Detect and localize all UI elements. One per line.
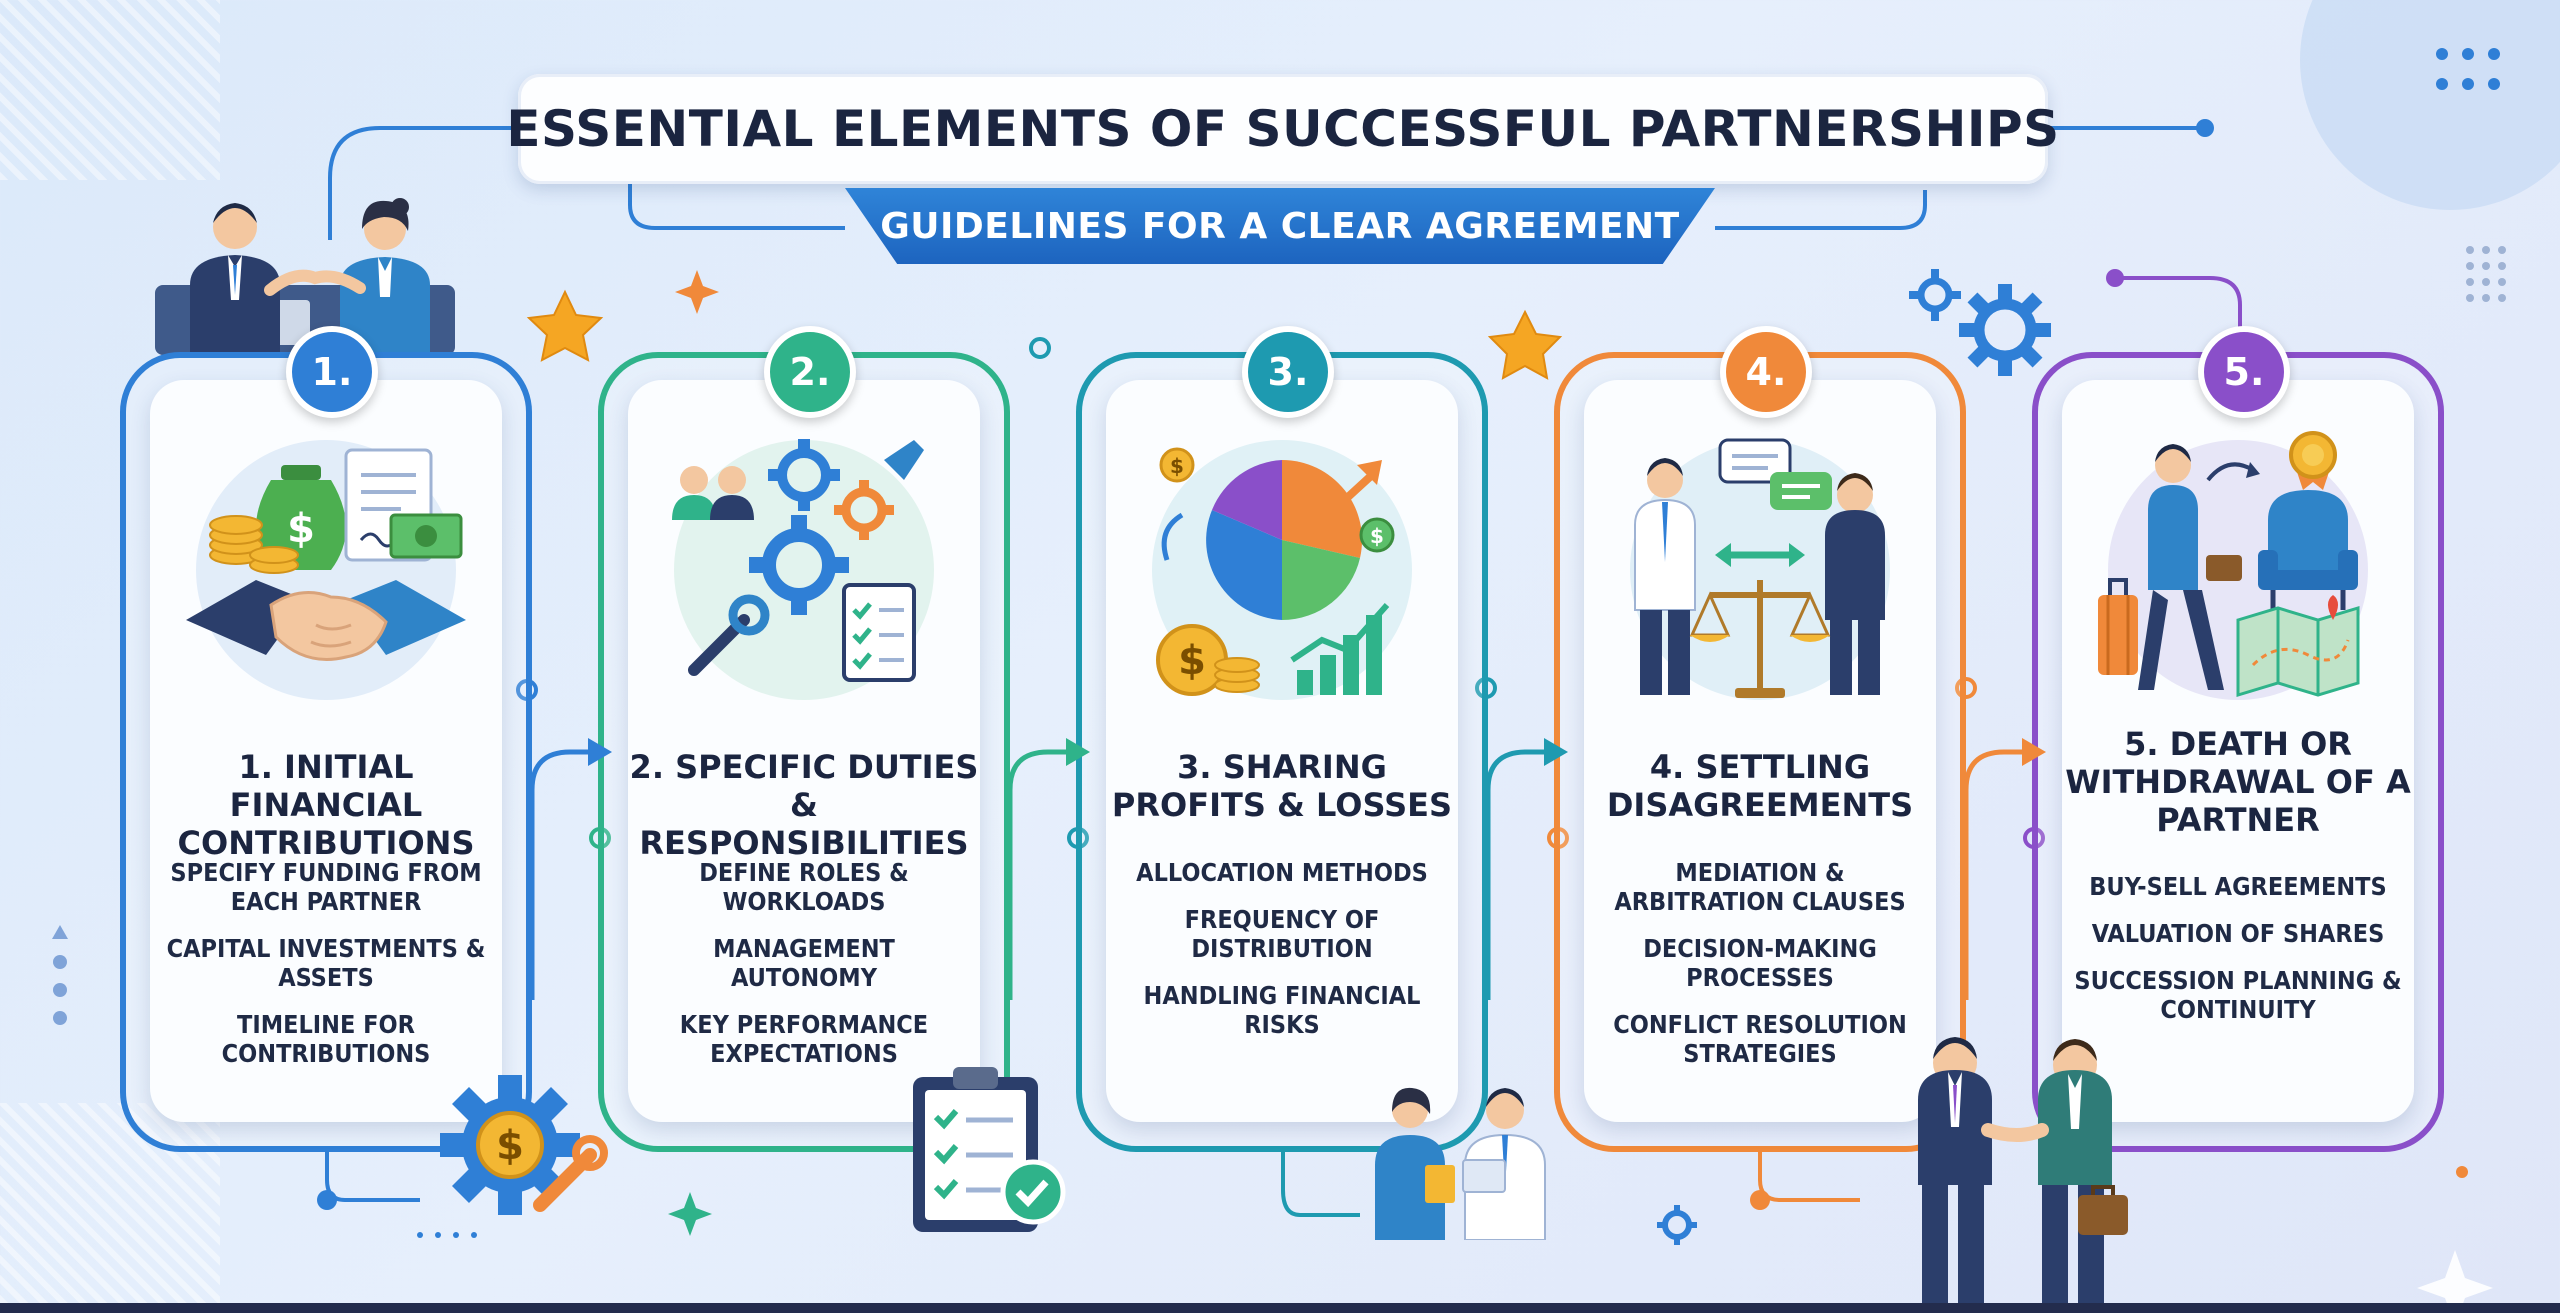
- gears-icon: [1909, 269, 2051, 376]
- step-card-1: $ 1. INITIAL FINANCIAL CONTRIBUTIONS SPE…: [150, 380, 502, 1122]
- step-items: MEDIATION & ARBITRATION CLAUSES DECISION…: [1584, 858, 1936, 1086]
- scales-discussion-icon: [1630, 438, 1890, 700]
- step-title: 5. DEATH OR WITHDRAWAL OF A PARTNER: [2065, 725, 2411, 839]
- step-items: DEFINE ROLES & WORKLOADS MANAGEMENT AUTO…: [628, 858, 980, 1086]
- step-item: CAPITAL INVESTMENTS & ASSETS: [166, 934, 486, 992]
- step-item: FREQUENCY OF DISTRIBUTION: [1184, 905, 1380, 963]
- step-item: ALLOCATION METHODS: [1136, 858, 1428, 887]
- step-item: DEFINE ROLES & WORKLOADS: [699, 858, 909, 916]
- svg-text:$: $: [1370, 524, 1384, 548]
- step-items: SPECIFY FUNDING FROM EACH PARTNER CAPITA…: [150, 858, 502, 1086]
- step-badge-5: 5.: [2198, 326, 2290, 418]
- handshake-meeting-illustration: [155, 198, 455, 355]
- svg-text:$: $: [496, 1123, 524, 1169]
- step-badge-4: 4.: [1720, 326, 1812, 418]
- money-handshake-icon: $: [186, 440, 466, 700]
- step-item: HANDLING FINANCIAL RISKS: [1143, 981, 1421, 1039]
- step-badge-2: 2.: [764, 326, 856, 418]
- partners-handshake-illustration: [1918, 1037, 2128, 1303]
- background-stripes-bottom: [0, 1103, 220, 1303]
- clipboard-check-icon: [913, 1067, 1066, 1232]
- step-item: BUY-SELL AGREEMENTS: [2089, 872, 2387, 901]
- step-badge-1: 1.: [286, 326, 378, 418]
- page-title: ESSENTIAL ELEMENTS OF SUCCESSFUL PARTNER…: [506, 100, 2060, 158]
- step-card-3: $ $ $ 3. SHARING PROFITS & LOSSES ALLOCA…: [1106, 380, 1458, 1122]
- svg-text:$: $: [287, 506, 315, 552]
- step-item: SPECIFY FUNDING FROM EACH PARTNER: [170, 858, 482, 916]
- background-stripes-top: [0, 0, 220, 180]
- step-item: VALUATION OF SHARES: [2091, 919, 2385, 948]
- step-badge-3: 3.: [1242, 326, 1334, 418]
- step-title: 3. SHARING PROFITS & LOSSES: [1111, 748, 1453, 824]
- step-title: 1. INITIAL FINANCIAL CONTRIBUTIONS: [177, 748, 475, 862]
- step-item: SUCCESSION PLANNING & CONTINUITY: [2074, 966, 2402, 1024]
- bottom-bar: [0, 1303, 2560, 1313]
- svg-text:$: $: [1178, 638, 1206, 684]
- step-items: BUY-SELL AGREEMENTS VALUATION OF SHARES …: [2062, 872, 2414, 1042]
- dollar-gear-icon: $: [440, 1075, 608, 1215]
- step-item: CONFLICT RESOLUTION STRATEGIES: [1613, 1010, 1907, 1068]
- page-subtitle: GUIDELINES FOR A CLEAR AGREEMENT: [880, 205, 1680, 247]
- succession-chair-icon: [2098, 431, 2368, 700]
- step-card-4: 4. SETTLING DISAGREEMENTS MEDIATION & AR…: [1584, 380, 1936, 1122]
- svg-text:$: $: [1170, 454, 1184, 478]
- step-items: ALLOCATION METHODS FREQUENCY OF DISTRIBU…: [1106, 858, 1458, 1057]
- step-card-5: 5. DEATH OR WITHDRAWAL OF A PARTNER BUY-…: [2062, 380, 2414, 1122]
- step-item: MEDIATION & ARBITRATION CLAUSES: [1614, 858, 1906, 916]
- step-title: 2. SPECIFIC DUTIES & RESPONSIBILITIES: [629, 748, 979, 862]
- step-item: MANAGEMENT AUTONOMY: [713, 934, 895, 992]
- step-item: KEY PERFORMANCE EXPECTATIONS: [679, 1010, 929, 1068]
- subtitle-banner: GUIDELINES FOR A CLEAR AGREEMENT: [845, 188, 1715, 264]
- step-item: TIMELINE FOR CONTRIBUTIONS: [221, 1010, 431, 1068]
- step-title: 4. SETTLING DISAGREEMENTS: [1606, 748, 1914, 824]
- pie-chart-growth-icon: $ $ $: [1152, 440, 1412, 700]
- step-card-2: 2. SPECIFIC DUTIES & RESPONSIBILITIES DE…: [628, 380, 980, 1122]
- team-review-illustration: [1375, 1087, 1546, 1240]
- title-banner: ESSENTIAL ELEMENTS OF SUCCESSFUL PARTNER…: [506, 74, 2059, 184]
- step-item: DECISION-MAKING PROCESSES: [1643, 934, 1877, 992]
- team-gears-icon: [672, 439, 934, 700]
